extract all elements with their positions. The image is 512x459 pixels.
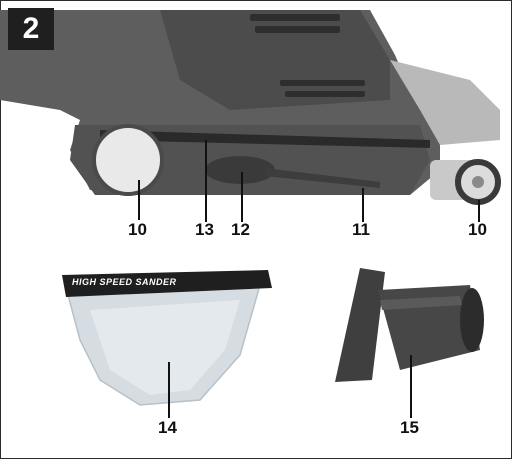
leader-line-14 xyxy=(168,362,170,418)
callout-11: 11 xyxy=(352,220,370,239)
callout-10-left: 10 xyxy=(128,220,147,239)
adapter-flange xyxy=(335,268,385,382)
dust-bag-lid xyxy=(62,270,272,297)
callout-13: 13 xyxy=(195,220,214,239)
callout-12: 12 xyxy=(231,220,250,239)
leader-line-10-right xyxy=(478,200,480,222)
dust-bag xyxy=(62,270,272,406)
dust-bag-brand-label: HIGH SPEED SANDER xyxy=(72,277,177,287)
belt-tension-lever xyxy=(205,156,275,184)
callout-10-right: 10 xyxy=(468,220,487,239)
sanding-belt xyxy=(100,130,430,148)
callout-14: 14 xyxy=(158,418,177,437)
left-roller xyxy=(92,124,164,196)
front-cover xyxy=(390,60,500,145)
leader-line-13 xyxy=(205,140,207,222)
belt-guide xyxy=(265,168,380,188)
figure-number-badge: 2 xyxy=(8,8,54,50)
leader-line-15 xyxy=(410,355,412,418)
leader-line-11 xyxy=(362,188,364,222)
leader-line-12 xyxy=(241,172,243,222)
dust-adapter xyxy=(335,268,484,382)
belt-sander xyxy=(0,10,501,205)
adapter-opening xyxy=(460,288,484,352)
vent-slots xyxy=(250,14,365,97)
leader-line-10-left xyxy=(138,180,140,220)
callout-15: 15 xyxy=(400,418,419,437)
